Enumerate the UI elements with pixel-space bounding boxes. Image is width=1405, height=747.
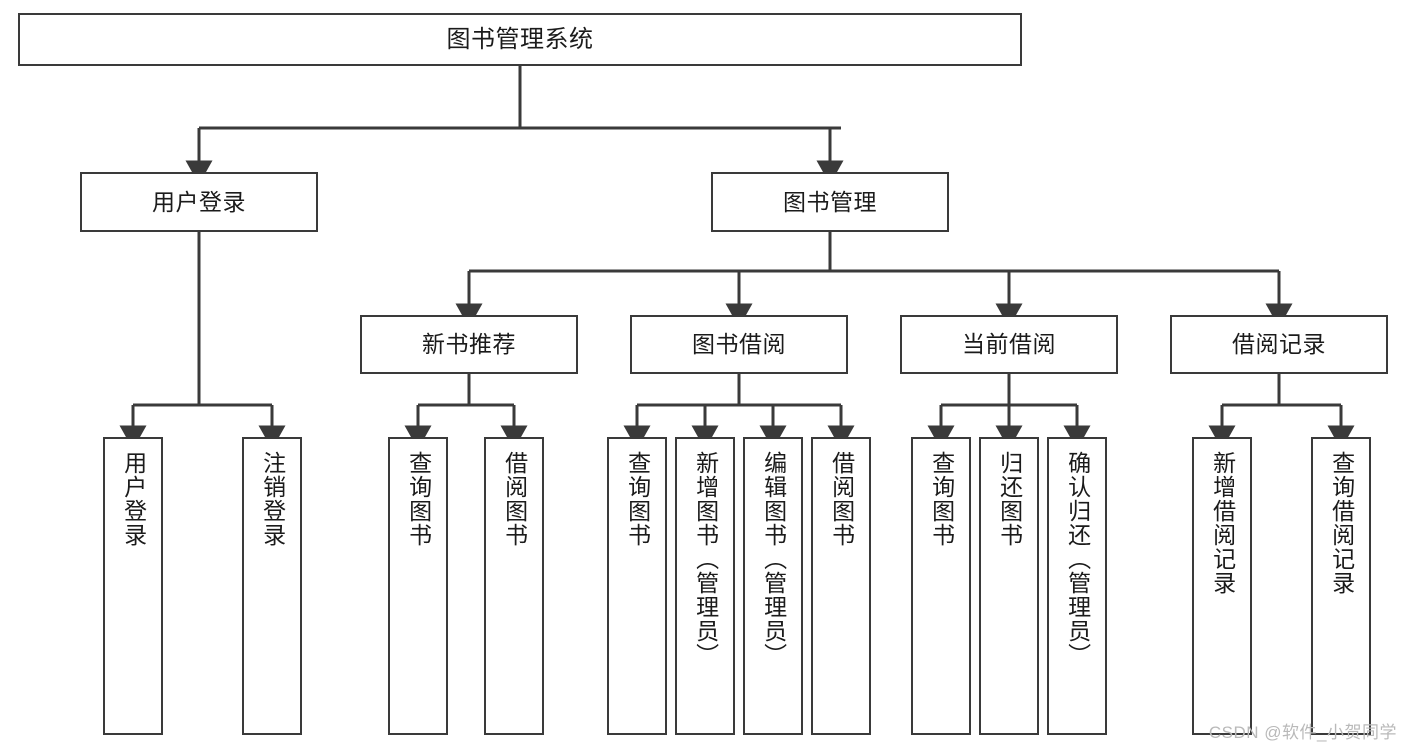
leaf-borrow-book[interactable]: 借阅图书 <box>811 437 871 735</box>
node-label: 图书管理系统 <box>446 25 594 53</box>
node-book-management[interactable]: 图书管理 <box>711 172 949 232</box>
leaf-query-book-recommend[interactable]: 查询图书 <box>388 437 448 735</box>
node-label: 当前借阅 <box>962 331 1056 357</box>
node-label: 查询图书 <box>405 451 432 547</box>
leaf-return-book[interactable]: 归还图书 <box>979 437 1039 735</box>
node-label: 新增借阅记录 <box>1209 451 1236 595</box>
node-label: 编辑图书（管理员） <box>760 451 787 667</box>
node-borrow-record[interactable]: 借阅记录 <box>1170 315 1388 374</box>
node-label: 注销登录 <box>259 451 286 547</box>
leaf-user-login[interactable]: 用户登录 <box>103 437 163 735</box>
node-label: 借阅图书 <box>501 451 528 547</box>
leaf-add-book-admin[interactable]: 新增图书（管理员） <box>675 437 735 735</box>
node-label: 查询借阅记录 <box>1328 451 1355 595</box>
leaf-confirm-return-admin[interactable]: 确认归还（管理员） <box>1047 437 1107 735</box>
leaf-edit-book-admin[interactable]: 编辑图书（管理员） <box>743 437 803 735</box>
leaf-add-borrow-record[interactable]: 新增借阅记录 <box>1192 437 1252 735</box>
node-root-system[interactable]: 图书管理系统 <box>18 13 1022 66</box>
node-label: 借阅图书 <box>828 451 855 547</box>
node-label: 用户登录 <box>120 451 147 547</box>
leaf-query-borrow-record[interactable]: 查询借阅记录 <box>1311 437 1371 735</box>
node-label: 用户登录 <box>152 188 246 215</box>
node-book-borrow[interactable]: 图书借阅 <box>630 315 848 374</box>
node-label: 新书推荐 <box>422 331 516 357</box>
node-user-login[interactable]: 用户登录 <box>80 172 318 232</box>
node-label: 查询图书 <box>624 451 651 547</box>
node-label: 借阅记录 <box>1232 331 1326 357</box>
leaf-borrow-book-recommend[interactable]: 借阅图书 <box>484 437 544 735</box>
node-current-borrow[interactable]: 当前借阅 <box>900 315 1118 374</box>
node-label: 查询图书 <box>928 451 955 547</box>
node-new-book-recommend[interactable]: 新书推荐 <box>360 315 578 374</box>
node-label: 新增图书（管理员） <box>692 451 719 667</box>
csdn-watermark: CSDN @软件_小贺同学 <box>1208 723 1397 742</box>
leaf-logout[interactable]: 注销登录 <box>242 437 302 735</box>
node-label: 确认归还（管理员） <box>1064 451 1091 667</box>
node-label: 图书借阅 <box>692 331 786 357</box>
leaf-query-book-current[interactable]: 查询图书 <box>911 437 971 735</box>
node-label: 归还图书 <box>996 451 1023 547</box>
leaf-query-book-borrow[interactable]: 查询图书 <box>607 437 667 735</box>
node-label: 图书管理 <box>783 188 877 215</box>
